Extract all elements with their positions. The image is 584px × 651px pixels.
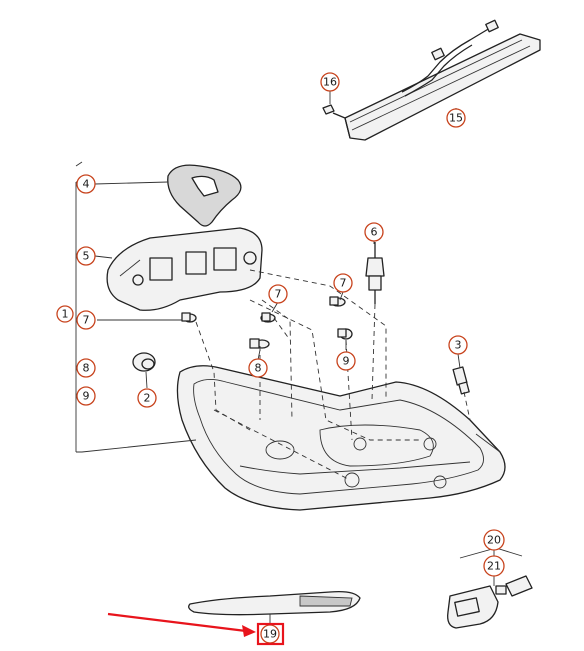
callout-2: 2 [137, 388, 157, 408]
svg-text:20: 20 [487, 534, 501, 547]
callout-16: 16 [320, 72, 340, 92]
svg-text:15: 15 [449, 112, 463, 125]
bulb-7-left [181, 312, 197, 323]
svg-text:4: 4 [83, 178, 90, 191]
callout-7-middle: 7 [268, 284, 288, 304]
assembly-lines [195, 269, 471, 481]
svg-text:5: 5 [83, 250, 90, 263]
svg-text:9: 9 [343, 355, 350, 368]
svg-text:7: 7 [83, 314, 90, 327]
callout-6: 6 [364, 222, 384, 242]
highlight-arrow-head-icon [242, 625, 256, 637]
bulb-carrier-part [106, 227, 263, 311]
callout-9-right: 9 [336, 351, 356, 371]
svg-text:8: 8 [83, 362, 90, 375]
side-bulb-part [452, 366, 470, 395]
svg-text:16: 16 [323, 76, 337, 89]
grommet-part [132, 352, 156, 372]
svg-text:2: 2 [144, 392, 151, 405]
bulb-parts [181, 296, 353, 349]
callout-7-upper-right: 7 [333, 273, 353, 293]
callout-5: 5 [76, 246, 96, 266]
callout-9-left: 9 [76, 386, 96, 406]
tail-light-housing-part [176, 365, 506, 511]
reflector-strip-part [188, 590, 361, 616]
callout-19: 19 [260, 624, 280, 644]
callout-20: 20 [483, 529, 505, 551]
bulb-7-right [329, 296, 346, 307]
svg-text:7: 7 [340, 277, 347, 290]
callout-1: 1 [56, 305, 74, 323]
callout-8-left: 8 [76, 358, 96, 378]
bulb-7-middle [260, 312, 276, 323]
svg-text:1: 1 [62, 308, 69, 321]
svg-text:21: 21 [487, 560, 501, 573]
callout-4: 4 [76, 174, 96, 194]
gasket-part [167, 164, 242, 227]
svg-text:19: 19 [263, 628, 277, 641]
bulb-8 [249, 338, 270, 349]
svg-text:6: 6 [371, 226, 378, 239]
callout-3: 3 [448, 335, 468, 355]
callout-15: 15 [446, 108, 466, 128]
highlight-box [256, 622, 285, 646]
bulb-9 [337, 328, 353, 340]
svg-text:9: 9 [83, 390, 90, 403]
leader-lines [94, 90, 495, 626]
highlight-arrow-line [107, 612, 247, 633]
brake-light-bar-part [322, 19, 541, 141]
callout-7-left: 7 [76, 310, 96, 330]
svg-text:7: 7 [275, 288, 282, 301]
highlight-19 [107, 612, 285, 646]
socket-part [365, 242, 385, 304]
callouts: 16 15 4 6 5 7 7 7 1 9 3 8 8 9 2 20 21 19 [56, 72, 505, 644]
svg-text:8: 8 [255, 362, 262, 375]
callout-21: 21 [483, 555, 505, 577]
callout-8-middle: 8 [248, 358, 268, 378]
svg-text:3: 3 [455, 339, 462, 352]
